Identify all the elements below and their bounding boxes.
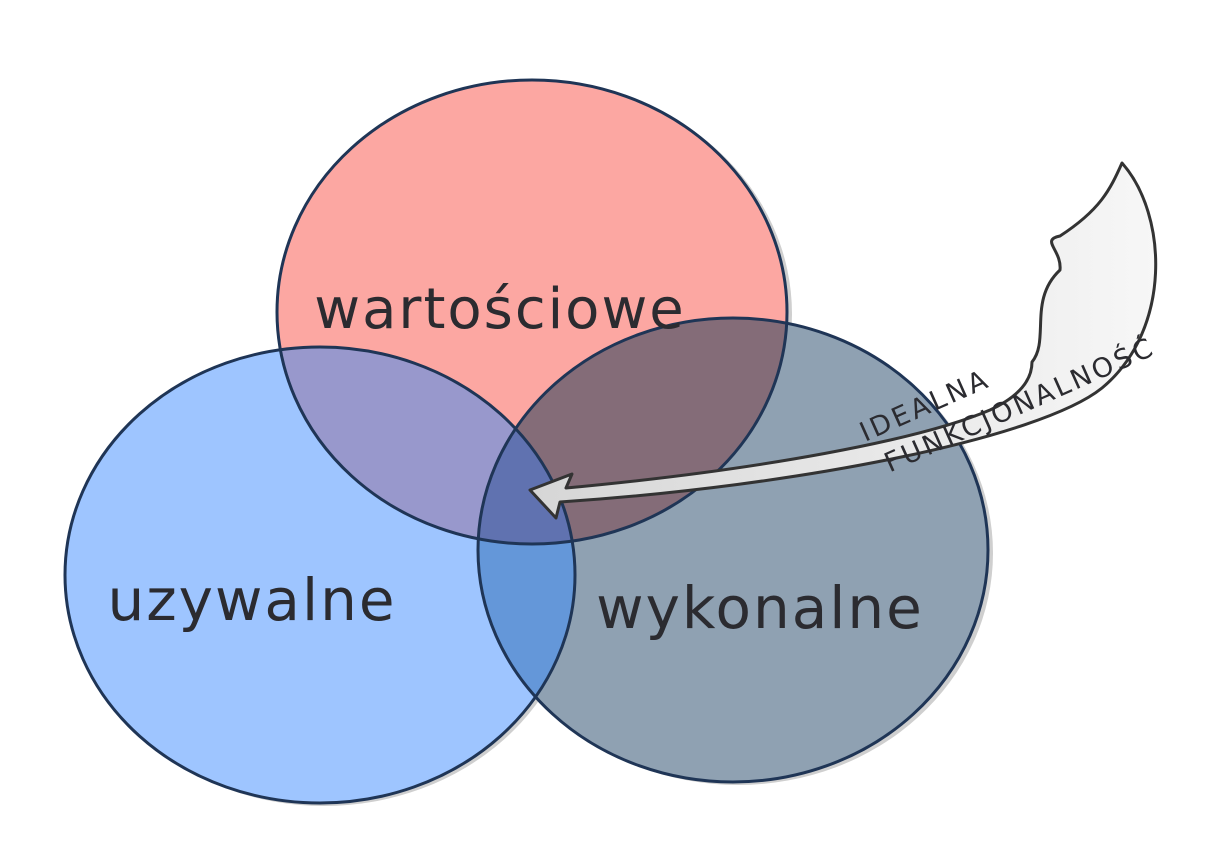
label-right: wykonalne	[596, 574, 924, 642]
label-top: wartościowe	[314, 277, 685, 342]
arrow-shape	[528, 161, 1158, 520]
circle-outlines	[63, 78, 990, 805]
label-left: uzywalne	[107, 566, 396, 634]
overlap-top-right	[478, 318, 787, 544]
overlap-top-left	[277, 347, 575, 544]
